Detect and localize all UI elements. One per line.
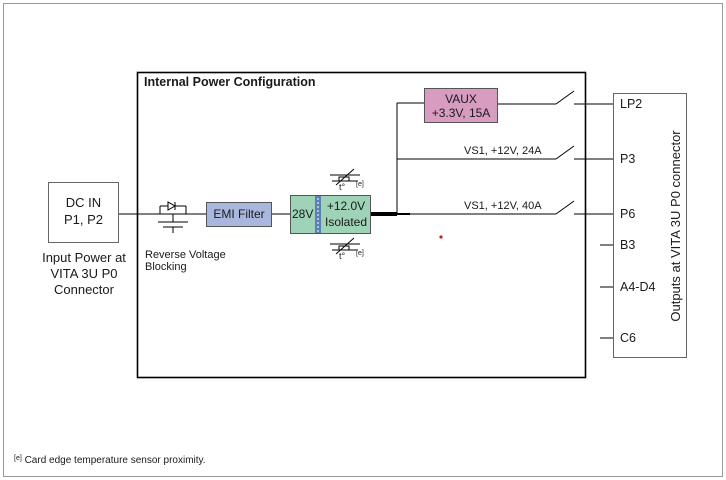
sensor-bottom-note: [e] <box>356 250 364 257</box>
pin-a4-d4: A4-D4 <box>620 280 656 294</box>
pin-ticks <box>600 244 613 339</box>
thermal-sensor-top-icon <box>330 168 360 186</box>
converter-output-label: +12.0V <box>326 199 366 213</box>
input-caption-2: VITA 3U P0 <box>50 266 118 281</box>
rail-40a-label: VS1, +12V, 40A <box>464 200 542 212</box>
pin-p3: P3 <box>620 152 636 166</box>
footnote: [e] Card edge temperature sensor proximi… <box>14 455 206 466</box>
emi-filter-label: EMI Filter <box>213 207 265 221</box>
pin-b3: B3 <box>620 238 636 252</box>
converter-isolated-label: Isolated <box>324 215 368 229</box>
vaux-rating-label: +3.3V, 15A <box>431 106 491 120</box>
sensor-top-note: [e] <box>356 181 364 188</box>
outer-frame <box>3 3 723 477</box>
reverse-blocking-icon <box>158 201 188 233</box>
converter-block <box>290 195 371 234</box>
thermal-sensor-bottom-icon <box>330 237 360 255</box>
emi-filter-block <box>206 202 272 227</box>
switch-icons <box>555 90 613 215</box>
dc-in-label: DC IN <box>65 195 102 210</box>
vaux-block <box>424 88 498 123</box>
converter-input-label: 28V <box>292 207 314 221</box>
input-caption-1: Input Power at <box>42 250 126 265</box>
pin-p6: P6 <box>620 207 636 221</box>
internal-title: Internal Power Configuration <box>144 75 316 89</box>
dc-in-pins-label: P1, P2 <box>63 212 104 227</box>
rail-24a-label: VS1, +12V, 24A <box>464 145 542 157</box>
outputs-title: Outputs at VITA 3U P0 connector <box>668 130 683 322</box>
marker-dot <box>439 235 443 239</box>
reverse-label-2: Blocking <box>145 261 187 273</box>
sensor-top-symbol: t° <box>339 182 346 192</box>
footnote-text: Card edge temperature sensor proximity. <box>21 455 206 466</box>
internal-power-box <box>136 71 587 379</box>
dc-in-box <box>48 182 119 243</box>
sensor-bottom-symbol: t° <box>339 251 346 261</box>
outputs-box <box>613 93 687 358</box>
reverse-label-1: Reverse Voltage <box>145 249 226 261</box>
input-caption-3: Connector <box>54 282 114 297</box>
vaux-label: VAUX <box>445 92 477 106</box>
pin-c6: C6 <box>620 331 636 345</box>
pin-lp2: LP2 <box>620 97 643 111</box>
footnote-mark: [e] <box>14 455 22 462</box>
